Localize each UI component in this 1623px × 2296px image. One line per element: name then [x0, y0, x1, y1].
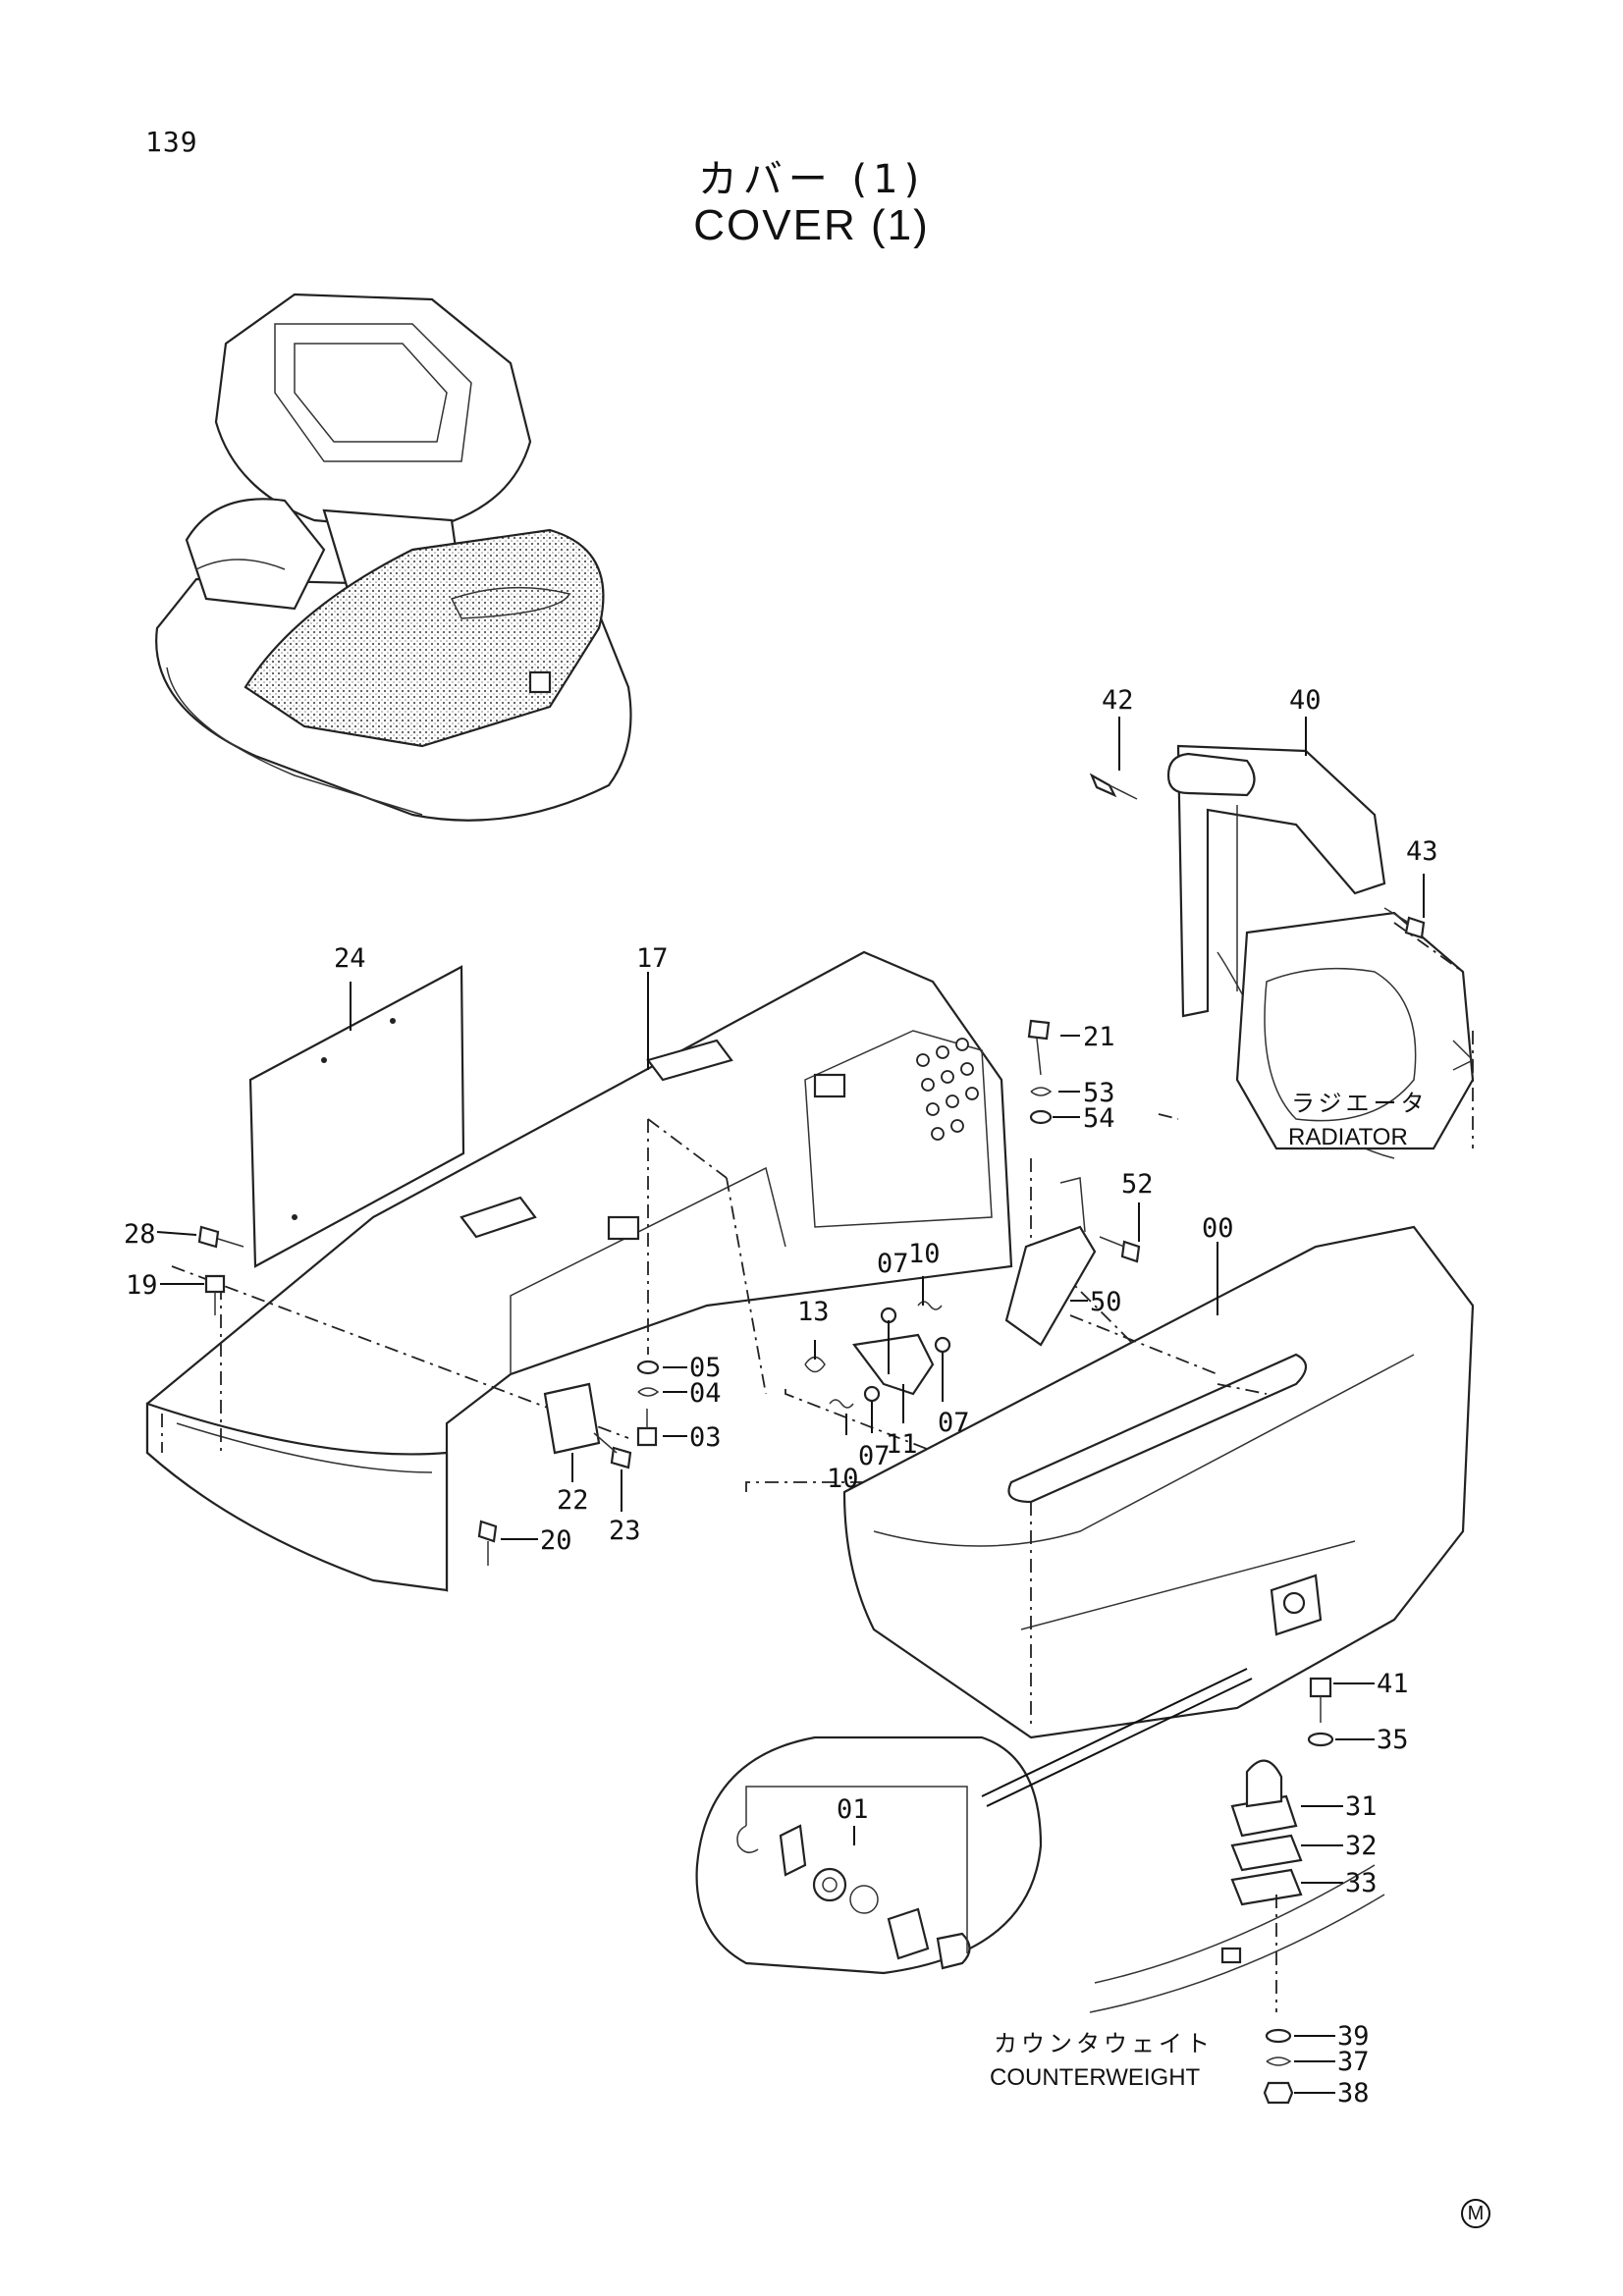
callout-37: 37: [1337, 2047, 1370, 2077]
callout-28: 28: [124, 1219, 156, 1250]
counterweight-label-en: COUNTERWEIGHT: [990, 2064, 1201, 2091]
callout-50: 50: [1090, 1287, 1122, 1317]
page-title-jp: カバー (1): [697, 157, 926, 202]
annotations: ラジエータ RADIATOR カウンタウェイト COUNTERWEIGHT: [990, 1091, 1429, 2091]
copyright-mark: M: [1461, 2199, 1490, 2228]
lock-detail-inset: [695, 1668, 1253, 1975]
fasteners: [197, 773, 1426, 2105]
callout-35: 35: [1377, 1725, 1409, 1755]
counterweight-hook: [1089, 1759, 1385, 2013]
engine-hood-cover: [842, 1225, 1475, 1739]
side-cover-panel: [248, 965, 465, 1268]
callout-10-bottom: 10: [827, 1464, 859, 1494]
callout-38: 38: [1337, 2078, 1370, 2109]
callout-17: 17: [636, 943, 669, 974]
callout-11: 11: [886, 1429, 918, 1460]
callout-24: 24: [334, 943, 366, 974]
radiator-stay-assembly: [1166, 744, 1475, 1159]
callout-52: 52: [1121, 1169, 1154, 1200]
leader-lines: [156, 717, 1425, 2094]
callout-19: 19: [126, 1270, 158, 1301]
callout-07-mid: 07: [858, 1441, 891, 1471]
callout-03: 03: [689, 1422, 722, 1453]
callout-31: 31: [1345, 1791, 1378, 1822]
callout-labels: 42 40 43 24 17 21 53 54 52 00 28 19 07 1…: [124, 685, 1438, 2109]
callout-21: 21: [1083, 1022, 1115, 1052]
callout-39: 39: [1337, 2021, 1370, 2052]
machine-overview: [155, 293, 632, 822]
callout-54: 54: [1083, 1103, 1115, 1134]
hinge-lock-assembly: [804, 1301, 951, 1409]
callout-00: 00: [1202, 1213, 1234, 1244]
callout-07-top: 07: [877, 1249, 909, 1279]
callout-43: 43: [1406, 836, 1438, 867]
main-cover-body: [145, 950, 1013, 1592]
callout-01: 01: [837, 1794, 869, 1825]
callout-41: 41: [1377, 1669, 1409, 1699]
callout-40: 40: [1289, 685, 1322, 716]
callout-20: 20: [540, 1525, 572, 1556]
callout-04: 04: [689, 1378, 722, 1409]
callout-22: 22: [557, 1485, 589, 1516]
callout-42: 42: [1102, 685, 1134, 716]
page-number: 139: [145, 126, 198, 158]
callout-13: 13: [797, 1297, 830, 1327]
callout-33: 33: [1345, 1868, 1378, 1898]
page-title-en: COVER (1): [693, 201, 930, 249]
callout-53: 53: [1083, 1078, 1115, 1108]
gasket-part: [1004, 1177, 1097, 1347]
bracket-plate: [543, 1382, 601, 1455]
callout-07-right: 07: [938, 1408, 970, 1438]
callout-23: 23: [609, 1516, 641, 1546]
callout-05: 05: [689, 1353, 722, 1383]
radiator-label-en: RADIATOR: [1288, 1124, 1408, 1150]
counterweight-label-jp: カウンタウェイト: [994, 2031, 1214, 2057]
callout-32: 32: [1345, 1831, 1378, 1861]
callout-10-top: 10: [908, 1239, 941, 1269]
radiator-label-jp: ラジエータ: [1291, 1091, 1429, 1117]
